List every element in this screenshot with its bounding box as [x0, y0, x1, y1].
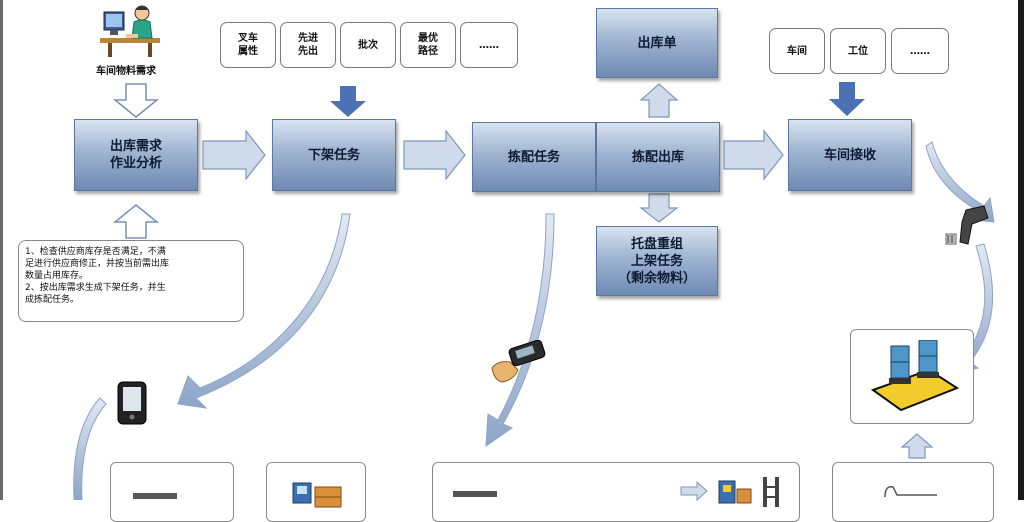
device-outline-icon: [884, 485, 937, 498]
arc-receive-gun: [925, 141, 995, 223]
warehouse-storage-box: [850, 329, 974, 424]
arrow-analysis-unshelve: [202, 129, 266, 181]
box-pick-outbound[interactable]: 拣配出库: [596, 122, 720, 192]
note-line: 成拣配任务。: [25, 295, 80, 305]
bottom-box-3: [432, 462, 800, 522]
solid-arrow-receive: [829, 82, 865, 116]
note-box: 1、检查供应商库存是否满足，不满 足进行供应商修正，并按当前需出库 数量占用库存…: [18, 240, 244, 322]
attr-batch: 批次: [340, 22, 396, 68]
robot-arm-icon: [680, 477, 779, 507]
hand-scanner-icon: [491, 340, 546, 383]
solid-arrow-unshelve: [330, 86, 366, 117]
up-arrow-note: [112, 204, 160, 239]
box-outbound-analysis[interactable]: 出库需求 作业分析: [74, 119, 198, 191]
warehouse-pallet-icon: [870, 340, 960, 412]
bottom-box-1-device: [133, 493, 177, 499]
attr-more-receive: ……: [891, 28, 949, 74]
attr-forklift: 叉车 属性: [220, 22, 276, 68]
arrow-up-order: [639, 83, 679, 118]
top-label-material-demand: 车间物料需求: [96, 66, 156, 77]
note-line: 1、检查供应商库存是否满足，不满: [25, 247, 166, 257]
left-frame-edge: [0, 0, 3, 500]
box-outbound-order[interactable]: 出库单: [596, 8, 718, 78]
box-pallet-restack[interactable]: 托盘重组 上架任务 （剩余物料）: [596, 226, 718, 296]
note-line: 数量占用库存。: [25, 271, 89, 281]
box-unshelve-task[interactable]: 下架任务: [272, 119, 396, 191]
bottom-box-3-device: [453, 491, 497, 497]
note-line: 足进行供应商修正，并按当前需出库: [25, 259, 170, 269]
handheld-terminal-icon: [117, 381, 147, 425]
bottom-box-4: [832, 462, 994, 522]
box-workshop-receive[interactable]: 车间接收: [788, 119, 912, 191]
attr-station: 工位: [830, 28, 886, 74]
barcode-gun-icon: [945, 205, 989, 245]
bottom-box-2: [266, 462, 366, 522]
bottom-box-1: [110, 462, 234, 522]
arrow-pick-receive: [723, 129, 784, 181]
arrow-unshelve-pick: [403, 129, 466, 181]
arc-unshelve-terminal: [177, 213, 351, 409]
arrow-up-warehouse: [900, 433, 934, 459]
right-frame-edge: [1018, 0, 1024, 500]
arc-pick-scanner: [485, 213, 555, 447]
attr-workshop: 车间: [769, 28, 825, 74]
box-pick-task[interactable]: 拣配任务: [472, 122, 596, 192]
connectors-layer: [73, 82, 995, 500]
arc-left-bottom: [73, 397, 107, 500]
attr-optimal-path: 最优 路径: [400, 22, 456, 68]
forklift-icon: [292, 482, 342, 508]
worker-at-computer-icon: [100, 5, 160, 57]
attr-fifo: 先进 先出: [280, 22, 336, 68]
down-arrow-need: [112, 83, 160, 118]
note-line: 2、按出库需求生成下架任务，并生: [25, 283, 166, 293]
arrow-down-restack: [639, 193, 679, 223]
attr-more: ……: [460, 22, 518, 68]
